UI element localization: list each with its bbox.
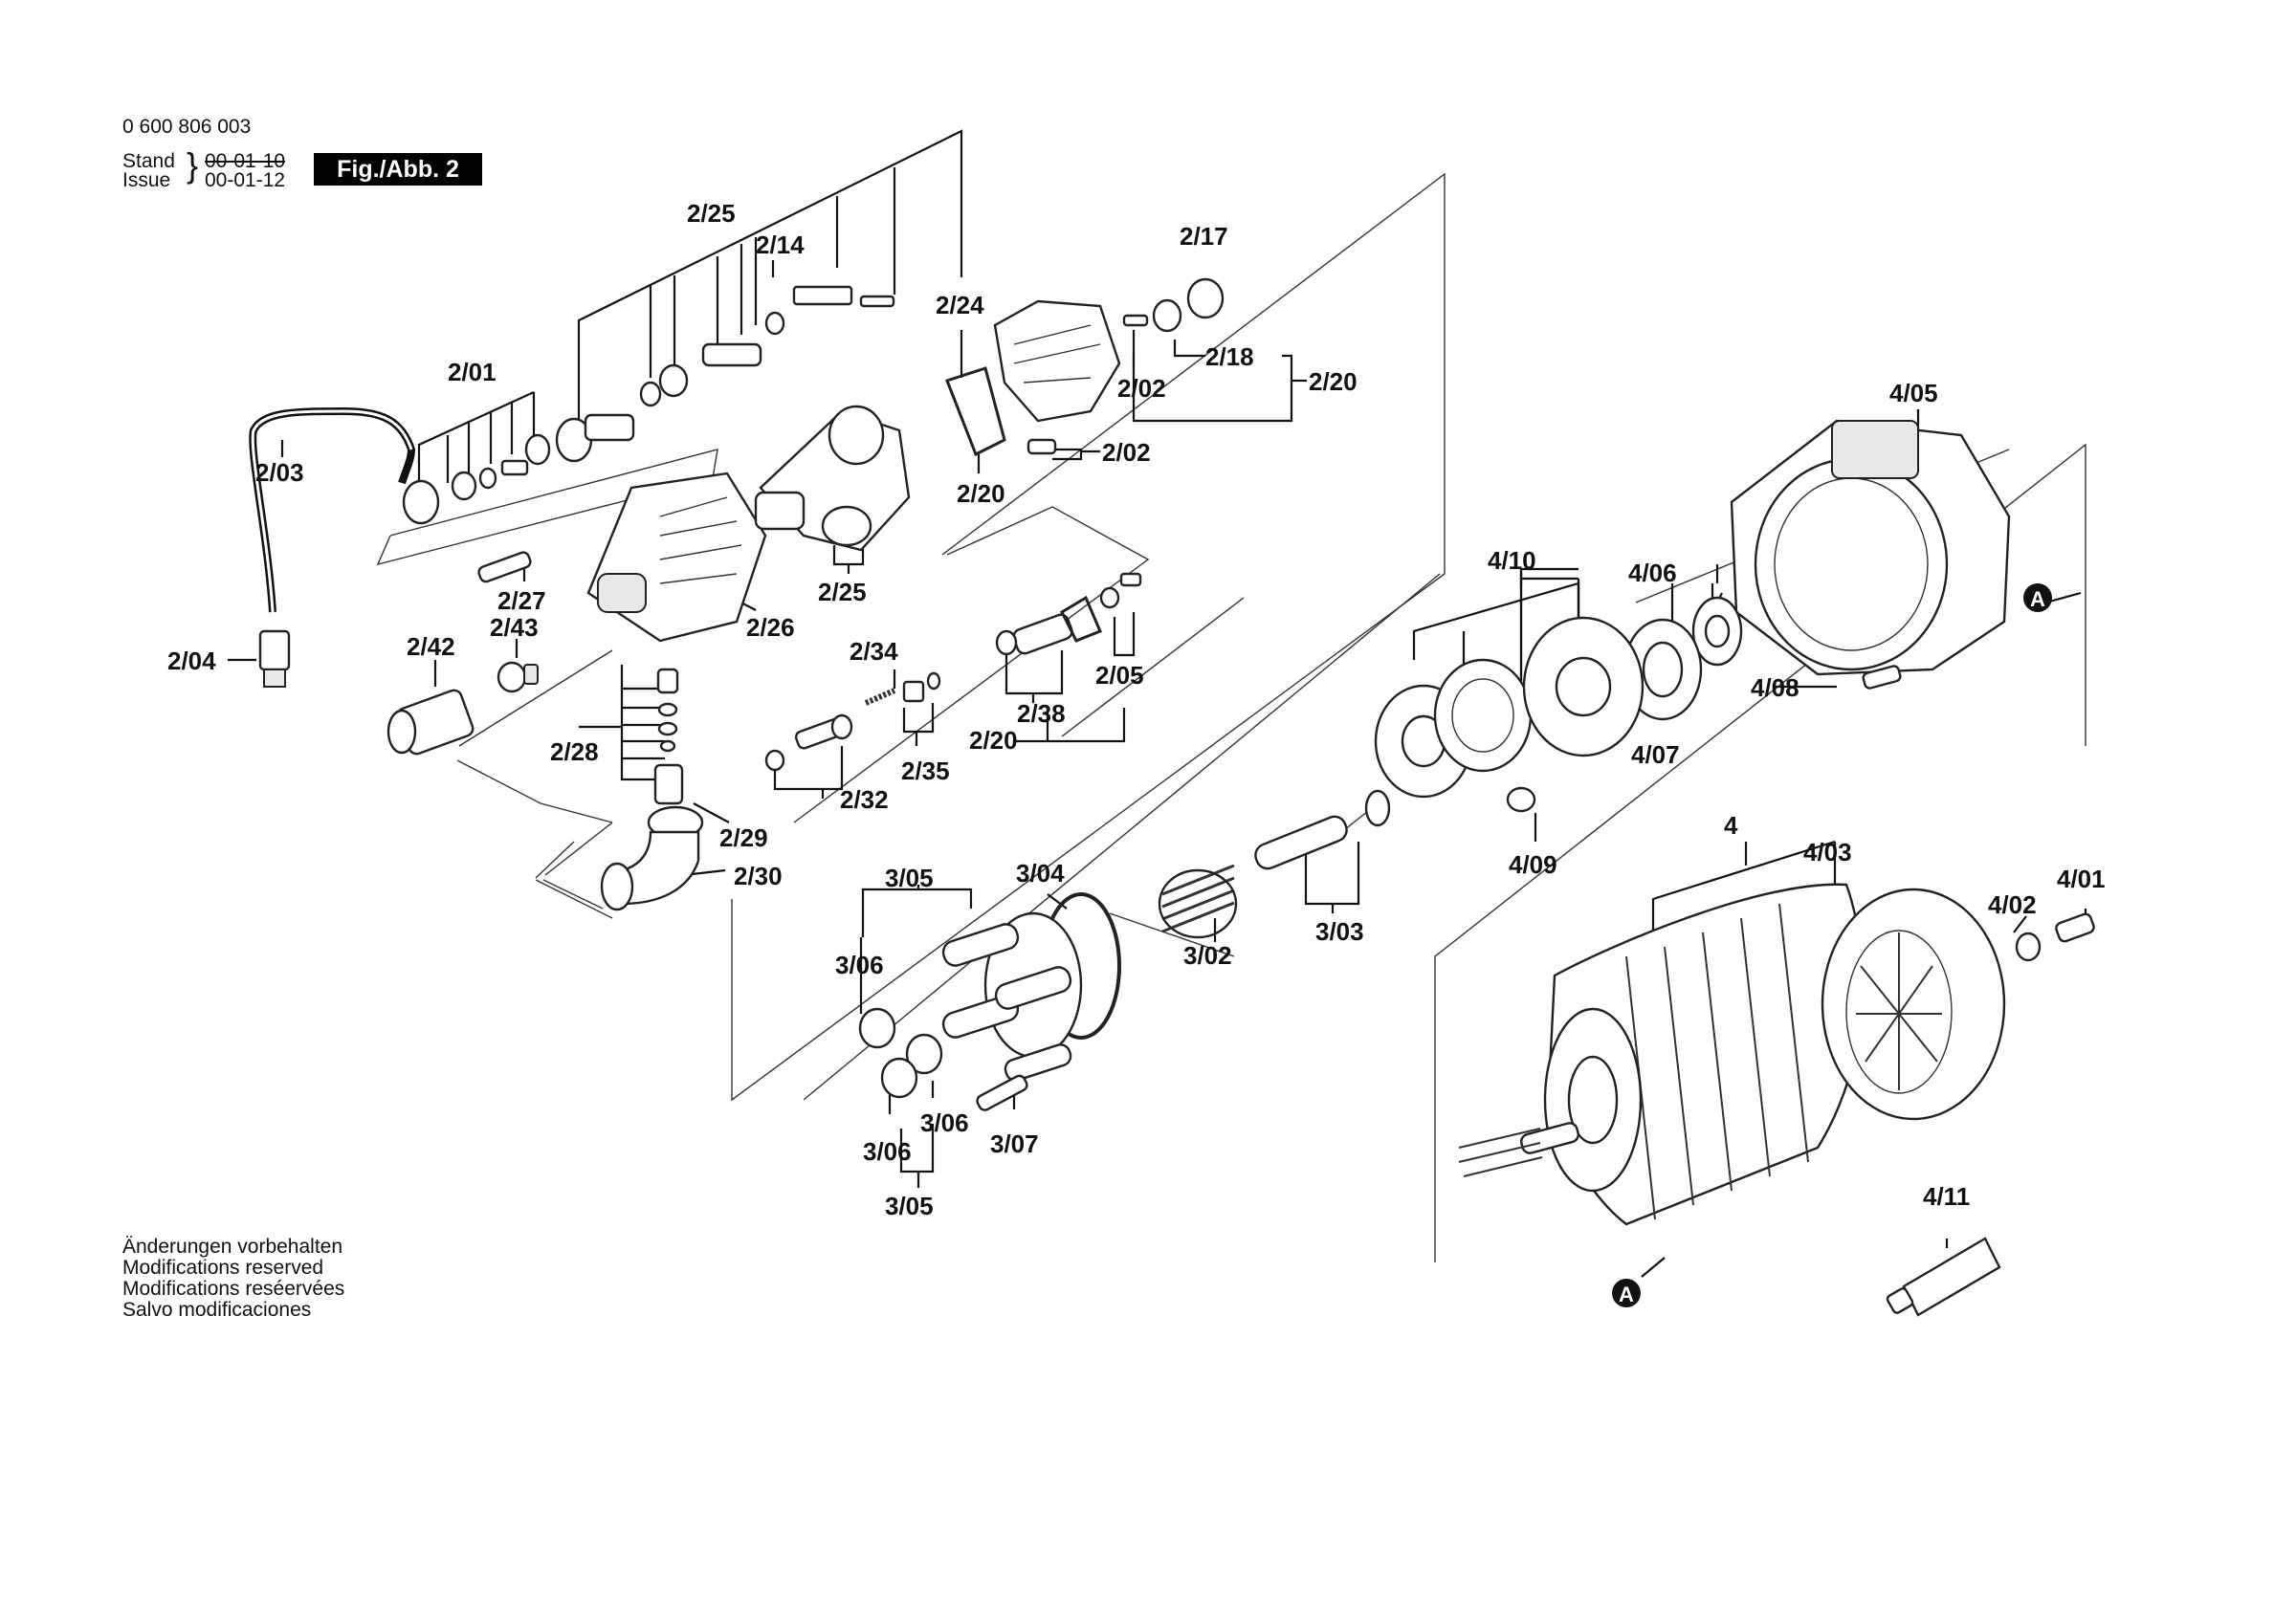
stand-date: 00-01-10 <box>205 150 286 172</box>
note-de: Änderungen vorbehalten <box>122 1236 343 1258</box>
callout-3-03: 3/03 <box>1315 917 1364 946</box>
callout-2-20: 2/20 <box>1309 367 1358 396</box>
callout-2-04: 2/04 <box>167 647 216 675</box>
callout-2-18: 2/18 <box>1205 342 1254 371</box>
marker-circle-a-1 <box>2023 583 2052 612</box>
callout-2-01: 2/01 <box>448 358 497 386</box>
callout-4-08: 4/08 <box>1751 673 1799 702</box>
marker-a: A <box>1619 1283 1634 1306</box>
callout-2-20: 2/20 <box>957 479 1005 508</box>
callout-2-17: 2/17 <box>1180 222 1228 251</box>
callout-4: 4 <box>1724 811 1738 840</box>
callout-3-07: 3/07 <box>990 1130 1039 1158</box>
callout-2-25: 2/25 <box>818 578 867 606</box>
callout-4-05: 4/05 <box>1889 379 1938 407</box>
issue-date: 00-01-12 <box>205 169 286 191</box>
callout-3-04: 3/04 <box>1016 859 1065 888</box>
part-number: 0 600 806 003 <box>122 116 252 138</box>
callout-4-11: 4/11 <box>1923 1182 1970 1211</box>
modification-notes: Änderungen vorbehalten Modifications res… <box>122 1237 344 1321</box>
callout-4-07: 4/07 <box>1631 740 1680 769</box>
callout-2-32: 2/32 <box>840 785 889 814</box>
callout-3-06: 3/06 <box>835 951 884 979</box>
callout-2-20: 2/20 <box>969 726 1018 755</box>
callout-2-02: 2/02 <box>1102 438 1151 467</box>
callout-4-01: 4/01 <box>2057 865 2106 893</box>
callout-4-02: 4/02 <box>1988 890 2037 919</box>
callout-2-26: 2/26 <box>746 613 795 642</box>
pump-parts <box>249 277 1225 911</box>
callout-2-43: 2/43 <box>490 613 539 642</box>
note-en: Modifications reserved <box>122 1257 324 1279</box>
callout-labels: 2/25 2/14 2/24 2/17 2/01 2/03 2/18 2/20 … <box>167 199 2106 1306</box>
callout-2-24: 2/24 <box>936 291 984 319</box>
note-fr: Modifications reséervées <box>122 1278 345 1300</box>
figure-badge: Fig./Abb. 2 <box>314 153 482 186</box>
drive-parts <box>858 789 1391 1111</box>
callout-3-05: 3/05 <box>885 864 934 892</box>
callout-3-02: 3/02 <box>1183 941 1232 970</box>
marker-a: A <box>2030 587 2045 611</box>
callout-4-06: 4/06 <box>1628 559 1677 587</box>
callout-2-38: 2/38 <box>1017 699 1066 728</box>
callout-2-28: 2/28 <box>550 737 599 766</box>
callout-3-06: 3/06 <box>863 1137 912 1166</box>
note-es: Salvo modificaciones <box>122 1299 312 1321</box>
callout-4-03: 4/03 <box>1803 838 1852 866</box>
callout-3-06: 3/06 <box>920 1108 969 1137</box>
callout-2-05: 2/05 <box>1095 661 1144 690</box>
callout-4-09: 4/09 <box>1509 850 1557 879</box>
marker-circle-a-2 <box>1612 1279 1641 1307</box>
stand-label: Stand <box>122 150 175 172</box>
brace-symbol: } <box>187 145 199 185</box>
callout-2-25: 2/25 <box>687 199 736 228</box>
callout-3-05: 3/05 <box>885 1192 934 1220</box>
callout-2-02: 2/02 <box>1117 374 1166 403</box>
callout-2-03: 2/03 <box>255 458 304 487</box>
callout-2-35: 2/35 <box>901 757 950 785</box>
callout-2-14: 2/14 <box>756 230 805 259</box>
callout-2-27: 2/27 <box>497 586 546 615</box>
frame-lines <box>376 172 2086 1262</box>
issue-label: Issue <box>122 169 171 191</box>
callout-4-10: 4/10 <box>1488 546 1536 575</box>
motor-parts <box>1374 419 2095 1317</box>
callout-2-42: 2/42 <box>407 632 455 661</box>
callout-2-30: 2/30 <box>734 862 783 890</box>
callout-2-34: 2/34 <box>850 637 898 666</box>
callout-2-29: 2/29 <box>719 823 768 852</box>
